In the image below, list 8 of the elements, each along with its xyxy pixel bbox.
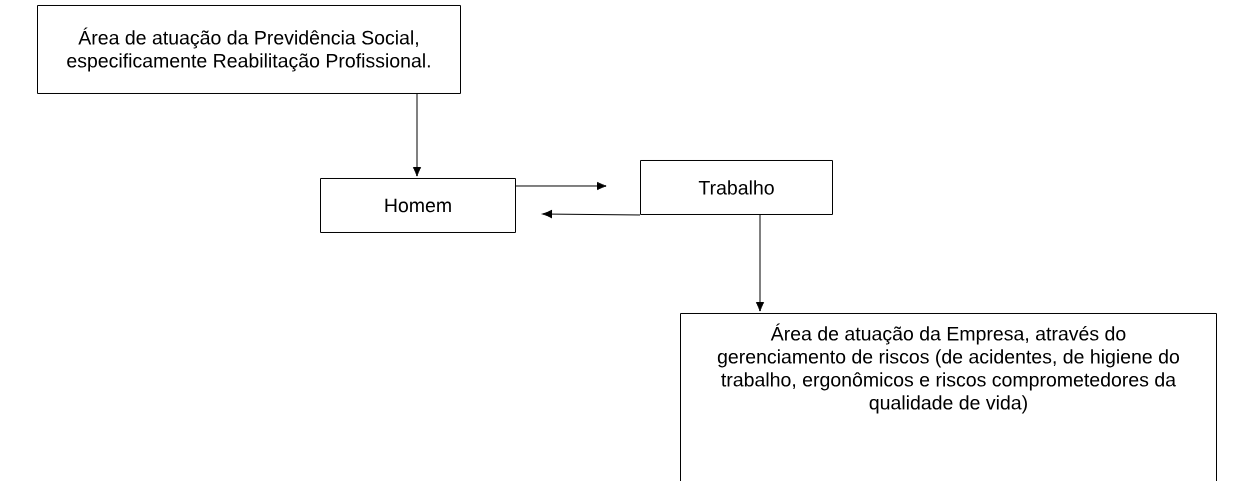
arrow	[515, 181, 607, 191]
text-box: Área de atuação da Previdência Social, especificamente Reabilitação Profissional.	[37, 5, 461, 94]
arrow	[542, 210, 641, 219]
arrow	[755, 214, 765, 312]
text-box: Trabalho	[640, 160, 833, 215]
text-box: Área de atuação da Empresa, através do gerenciamento de riscos (de acidentes, de higiene do trabalho, ergonômicos e riscos comprometedores da qualidade de vida)	[680, 313, 1217, 481]
arrow	[412, 93, 422, 177]
text-box: Homem	[320, 178, 516, 233]
